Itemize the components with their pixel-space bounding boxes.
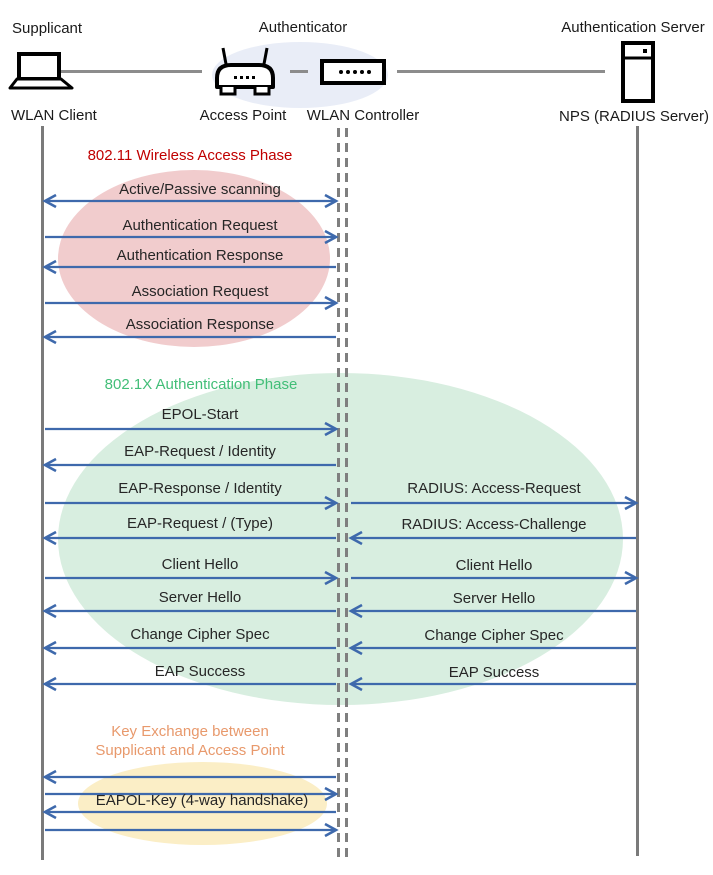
phase-title: Key Exchange between Supplicant and Acce… (95, 723, 285, 759)
message-label: EAPOL-Key (4-way handshake) (95, 792, 309, 809)
phase-title: 802.1X Authentication Phase (104, 376, 298, 393)
phase-title: 802.11 Wireless Access Phase (87, 147, 293, 164)
device-label-nps-radius-server: NPS (RADIUS Server) (558, 108, 710, 125)
message-label: Association Request (131, 283, 269, 300)
device-label-wlan-client: WLAN Client (11, 107, 97, 124)
connector-ap-controller (290, 70, 308, 73)
message-label: Authentication Request (122, 217, 278, 234)
message-label: EPOL-Start (161, 406, 239, 423)
role-label-authentication-server: Authentication Server (561, 19, 705, 36)
message-label: RADIUS: Access-Challenge (401, 516, 587, 533)
message-label: Server Hello (158, 589, 242, 606)
message-label: Change Cipher Spec (130, 626, 270, 643)
device-label-wlan-controller: WLAN Controller (306, 107, 420, 124)
message-label: Authentication Response (116, 247, 284, 264)
message-label: EAP-Response / Identity (118, 480, 282, 497)
connector-client-ap (58, 70, 202, 73)
message-label: RADIUS: Access-Request (407, 480, 581, 497)
message-label: EAP Success (448, 664, 540, 681)
message-label: Active/Passive scanning (119, 181, 281, 198)
connector-controller-server (397, 70, 605, 73)
phase-ellipse (58, 170, 330, 347)
message-label: Client Hello (161, 556, 239, 573)
device-label-access-point: Access Point (199, 107, 287, 124)
message-label: Server Hello (452, 590, 536, 607)
message-label: Association Response (125, 316, 275, 333)
access-point-icon (215, 47, 275, 96)
authenticator-lifeline-dashed-1 (337, 128, 340, 858)
role-label-supplicant: Supplicant (12, 20, 83, 37)
wlan-controller-icon (320, 59, 386, 85)
authentication-server-lifeline (636, 126, 639, 856)
message-label: EAP-Request / (Type) (127, 515, 273, 532)
role-label-authenticator: Authenticator (258, 19, 348, 36)
authenticator-lifeline-dashed-2 (345, 128, 348, 858)
message-label: EAP Success (154, 663, 246, 680)
supplicant-lifeline (41, 126, 44, 860)
message-label: Client Hello (455, 557, 533, 574)
server-icon (621, 41, 655, 103)
phase-ellipse (78, 762, 327, 845)
message-label: EAP-Request / Identity (124, 443, 276, 460)
message-label: Change Cipher Spec (424, 627, 564, 644)
laptop-icon (8, 52, 74, 90)
